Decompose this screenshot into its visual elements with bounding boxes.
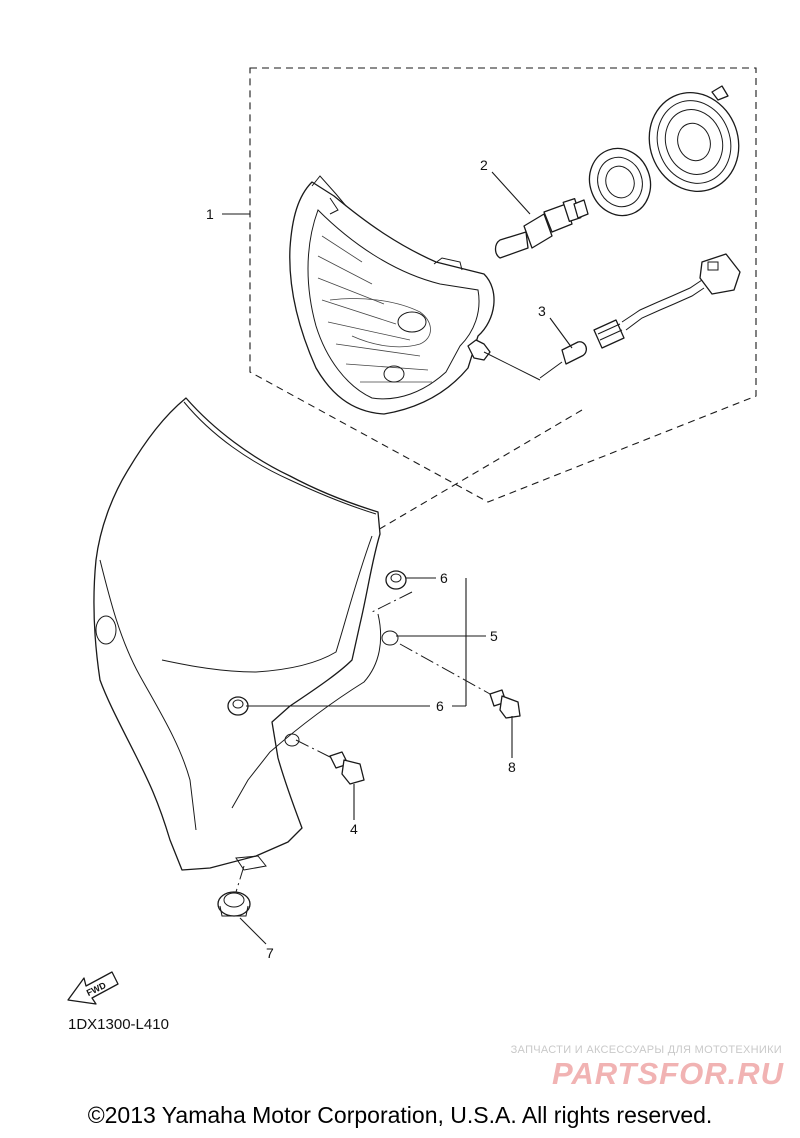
callout-3: 3 (538, 303, 546, 319)
leader-5-bracket (396, 578, 486, 706)
bolt-4[interactable] (329, 751, 365, 785)
callout-5: 5 (490, 628, 498, 644)
diagram-code: 1DX1300-L410 (68, 1016, 169, 1033)
leader-2 (491, 171, 531, 215)
copyright-notice: ©2013 Yamaha Motor Corporation, U.S.A. A… (87, 1102, 713, 1128)
callout-1: 1 (206, 206, 214, 222)
bulb-cover-ring[interactable] (580, 140, 660, 224)
callout-6-lower: 6 (436, 698, 444, 714)
headlight-cover[interactable] (93, 397, 399, 871)
callout-4: 4 (350, 821, 358, 837)
wiring-connector[interactable] (621, 253, 741, 331)
alignment-line-right (371, 591, 413, 613)
leader-7 (239, 917, 267, 945)
headlight-bulb[interactable] (494, 197, 589, 259)
position-bulb-socket[interactable] (539, 319, 625, 379)
leader-3 (549, 317, 573, 349)
watermark-tagline: ЗАПЧАСТИ И АКСЕССУАРЫ ДЛЯ МОТОТЕХНИКИ (510, 1044, 782, 1056)
callout-7: 7 (266, 945, 274, 961)
callout-2: 2 (480, 157, 488, 173)
grommet-7[interactable] (217, 891, 251, 917)
bolt-8[interactable] (489, 689, 521, 719)
leader-4-path (295, 739, 333, 759)
watermark-logo: PARTSFOR.RU (551, 1056, 784, 1091)
callout-6-upper: 6 (440, 570, 448, 586)
headlight-assembly-boundary (249, 67, 757, 503)
grommet-6-lower[interactable] (227, 696, 249, 716)
leader-8-path (399, 643, 491, 695)
grommet-6-upper[interactable] (385, 570, 407, 590)
fwd-arrow-icon: FWD (67, 971, 119, 1005)
callout-8: 8 (508, 759, 516, 775)
dust-cover[interactable] (636, 80, 753, 204)
headlight-unit[interactable] (289, 175, 541, 415)
leader-7-path (235, 865, 245, 893)
